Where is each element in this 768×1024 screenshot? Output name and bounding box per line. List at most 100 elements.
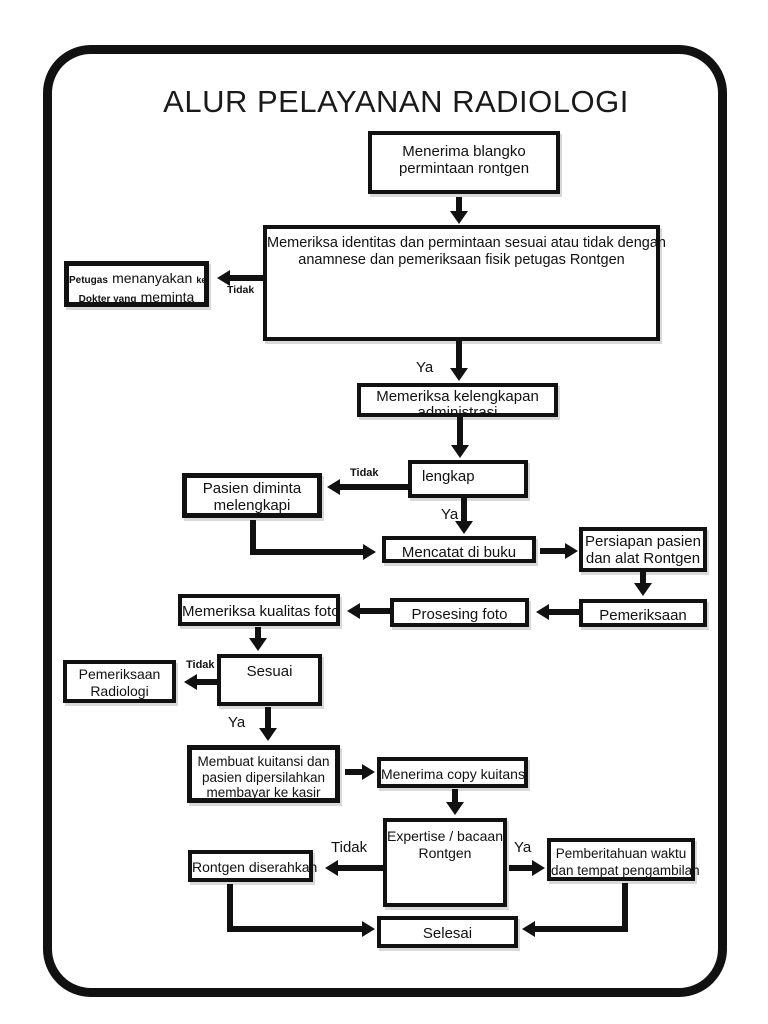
arrow-head-left-icon — [324, 479, 340, 495]
edge-label-lengkap-tidak: Tidak — [350, 467, 379, 479]
edge-label-lengkap-ya: Ya — [441, 506, 459, 523]
node-text-line: Sesuai — [246, 663, 293, 680]
node-text-line: Prosesing foto — [411, 606, 508, 623]
arrow-head-right-icon — [363, 544, 379, 560]
node-text-line: Memeriksa identitas dan permintaan sesua… — [267, 235, 666, 251]
arrow-head-left-icon — [322, 860, 338, 876]
arrow-shaft — [227, 884, 233, 932]
node-text-part: Petugas — [69, 275, 108, 286]
node-menerima-copy-kuitansi: Menerima copy kuitansi — [377, 757, 528, 788]
arrow-head-left-icon — [181, 674, 197, 690]
node-pasien-diminta: Pasien diminta melengkapi — [182, 473, 322, 518]
arrow-head-right-icon — [565, 543, 581, 559]
node-mencatat-di-buku: Mencatat di buku — [382, 536, 536, 563]
edge-label-identitas-tidak: Tidak — [227, 284, 255, 296]
arrow-head-left-icon — [519, 921, 535, 937]
node-lengkap: lengkap — [408, 460, 528, 498]
edge-label-identitas-ya: Ya — [416, 359, 434, 376]
node-text-line: Selesai — [422, 925, 473, 942]
arrow-shaft — [334, 865, 383, 871]
arrow-head-down-icon — [634, 583, 652, 599]
node-text-line: dan alat Rontgen — [585, 550, 701, 567]
arrow-shaft — [622, 883, 628, 932]
arrow-head-left-icon — [214, 270, 230, 286]
node-text-line: Menerima copy kuitansi — [381, 766, 529, 782]
node-text-line: permintaan rontgen — [398, 160, 530, 177]
edge-label-expertise-tidak: Tidak — [331, 839, 368, 856]
arrow-head-right-icon — [532, 860, 548, 876]
arrow-shaft — [457, 417, 463, 446]
node-expertise-bacaan: Expertise / bacaan Rontgen — [383, 818, 507, 907]
arrow-head-down-icon — [450, 368, 468, 384]
edge-label-expertise-ya: Ya — [514, 839, 532, 856]
node-pemeriksaan: Pemeriksaan — [579, 599, 707, 627]
node-text-line: Memeriksa kelengkapan — [376, 388, 539, 405]
node-text-line: Expertise / bacaan — [387, 828, 503, 844]
node-periksa-kelengkapan: Memeriksa kelengkapan administrasi — [357, 383, 558, 417]
node-membuat-kuitansi: Membuat kuitansi dan pasien dipersilahka… — [187, 745, 340, 803]
arrow-head-down-icon — [259, 728, 277, 744]
node-text-line: melengkapi — [213, 497, 291, 514]
node-text-line: administrasi — [417, 404, 498, 417]
node-text-line: Persiapan pasien — [585, 533, 701, 550]
node-text-line: Rontgen diserahkan — [192, 859, 318, 875]
arrow-shaft — [545, 609, 579, 615]
node-text-line: Radiologi — [90, 683, 149, 699]
node-text-line: pasien dipersilahkan — [201, 769, 326, 785]
node-text-line: Pemeriksaan — [599, 607, 687, 624]
edge-label-sesuai-tidak: Tidak — [186, 659, 215, 671]
arrow-head-right-icon — [362, 921, 378, 937]
arrow-shaft — [461, 498, 467, 522]
node-text-line: Rontgen — [418, 845, 472, 861]
node-menerima-blangko: Menerima blangko permintaan rontgen — [368, 131, 560, 194]
node-text-line: Dokter yang meminta — [69, 289, 204, 308]
node-selesai: Selesai — [377, 916, 518, 948]
node-petugas-menanyakan: Petugas menanyakan ke Dokter yang memint… — [64, 261, 209, 307]
node-persiapan-pasien: Persiapan pasien dan alat Rontgen — [579, 527, 707, 572]
node-text-line: lengkap — [422, 468, 475, 485]
arrow-head-down-icon — [455, 521, 473, 537]
page-title: ALUR PELAYANAN RADIOLOGI — [163, 84, 629, 119]
arrow-shaft — [255, 627, 261, 639]
node-pemberitahuan-waktu: Pemberitahuan waktu dan tempat pengambil… — [547, 838, 700, 881]
node-text-part: meminta — [140, 289, 195, 305]
arrow-shaft — [509, 865, 533, 871]
arrow-shaft — [336, 484, 408, 490]
arrow-shaft — [640, 572, 646, 584]
arrow-shaft — [250, 520, 256, 552]
arrow-shaft — [227, 926, 363, 932]
node-text-line: dan tempat pengambilan — [551, 863, 700, 878]
arrow-shaft — [265, 707, 271, 729]
arrow-shaft — [540, 548, 566, 554]
node-text-line: Memeriksa kualitas foto — [182, 603, 340, 620]
node-text-line: anamnese dan pemeriksaan fisik petugas R… — [298, 252, 625, 268]
node-rontgen-diserahkan: Rontgen diserahkan — [188, 850, 318, 882]
node-memeriksa-kualitas-foto: Memeriksa kualitas foto — [178, 594, 340, 626]
node-text-line: Membuat kuitansi dan — [197, 754, 330, 769]
node-text-line: Menerima blangko — [402, 143, 526, 160]
arrow-head-left-icon — [533, 604, 549, 620]
arrow-shaft — [356, 608, 390, 614]
arrow-head-down-icon — [446, 802, 464, 818]
arrow-shaft — [531, 926, 628, 932]
node-text-part: Dokter yang — [78, 294, 137, 305]
arrow-head-down-icon — [451, 445, 469, 461]
node-text-line: membayar ke kasir — [206, 785, 321, 800]
node-text-line: Mencatat di buku — [401, 544, 517, 561]
node-text-line: Pemeriksaan — [78, 666, 161, 682]
arrow-shaft — [456, 341, 462, 369]
arrow-shaft — [250, 549, 364, 555]
edge-label-sesuai-ya: Ya — [228, 714, 246, 731]
node-text-line: Pasien diminta — [202, 480, 302, 497]
arrow-shaft — [452, 789, 458, 803]
node-text-part: menanyakan — [112, 270, 193, 286]
arrow-head-left-icon — [344, 603, 360, 619]
node-text-part: ke — [196, 275, 207, 285]
arrow-shaft — [193, 679, 217, 685]
arrow-head-down-icon — [249, 638, 267, 654]
node-text-line: Petugas menanyakan ke — [69, 270, 207, 289]
node-periksa-identitas: Memeriksa identitas dan permintaan sesua… — [263, 225, 666, 341]
arrow-shaft — [226, 275, 263, 281]
node-pemeriksaan-radiologi: Pemeriksaan Radiologi — [63, 660, 176, 703]
